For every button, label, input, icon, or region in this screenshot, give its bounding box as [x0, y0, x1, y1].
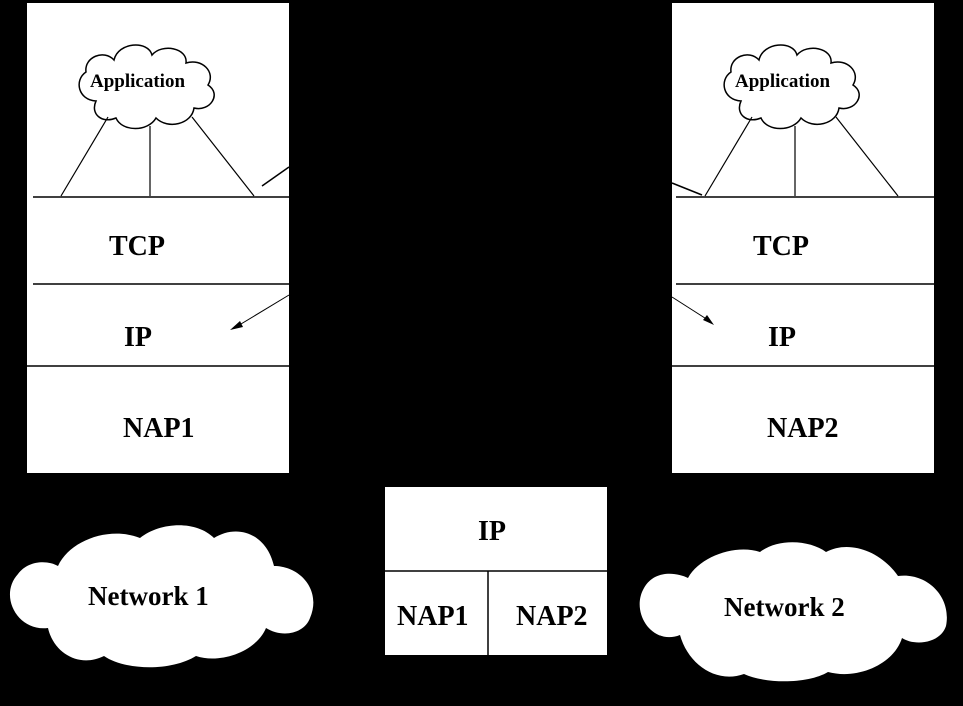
left-app-arrow-line [261, 166, 290, 187]
right-ip-arrow-line [671, 296, 709, 321]
right-nap2-label: NAP2 [767, 413, 839, 444]
network-1-label: Network 1 [88, 581, 209, 611]
right-tcp-label: TCP [753, 231, 809, 262]
right-application-cloud [723, 44, 860, 130]
router-nap1-label: NAP1 [397, 601, 469, 632]
right-ip-arrowhead [703, 315, 714, 325]
router-nap2-label: NAP2 [516, 601, 588, 632]
router-ip-label: IP [478, 516, 506, 547]
left-app-link-right [191, 116, 255, 197]
right-ip-label: IP [768, 322, 796, 353]
left-ip-label: IP [124, 322, 152, 353]
right-app-link-right [835, 116, 899, 197]
right-app-arrow-line [671, 182, 703, 196]
network-1-cloud [9, 525, 314, 668]
left-host-stack [27, 3, 290, 473]
right-app-link-left [704, 116, 753, 197]
left-application-label: Application [90, 71, 186, 92]
left-application-cloud [78, 44, 215, 130]
router-stack [385, 487, 607, 655]
network-2-label: Network 2 [724, 592, 845, 622]
network-2-cloud [639, 542, 947, 682]
left-ip-arrowhead [230, 321, 243, 330]
left-tcp-label: TCP [109, 231, 165, 262]
left-nap1-label: NAP1 [123, 413, 195, 444]
right-application-label: Application [735, 71, 831, 92]
right-host-stack [671, 3, 934, 473]
left-ip-arrow-line [235, 294, 290, 328]
left-app-link-left [60, 116, 109, 197]
